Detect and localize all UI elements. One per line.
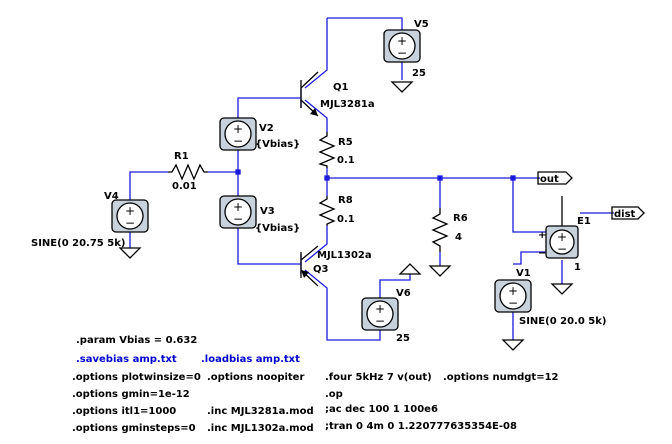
component-label: V2 bbox=[259, 123, 274, 134]
voltage-source-v5[interactable]: + − bbox=[383, 29, 421, 63]
component-value: {Vbias} bbox=[255, 223, 300, 234]
junction-dot bbox=[235, 169, 241, 175]
svg-text:−: − bbox=[397, 46, 407, 60]
vcvs-e1[interactable]: + − + − bbox=[538, 196, 579, 259]
net-label-dist[interactable]: dist bbox=[611, 206, 645, 220]
ac-comment[interactable]: ;ac dec 100 1 100e6 bbox=[325, 404, 438, 415]
component-value: MJL3281a bbox=[320, 99, 375, 110]
four-directive[interactable]: .four 5kHz 7 v(out) bbox=[325, 372, 432, 383]
svg-text:dist: dist bbox=[614, 209, 636, 220]
junction-dot bbox=[510, 175, 516, 181]
resistor-r1[interactable] bbox=[168, 163, 208, 181]
svg-text:+: + bbox=[557, 230, 567, 244]
net-label-out[interactable]: out bbox=[537, 171, 573, 185]
component-value: 0.01 bbox=[172, 181, 197, 192]
ground-icon bbox=[428, 265, 452, 277]
gminsteps-directive[interactable]: .options gminsteps=0 bbox=[72, 423, 196, 434]
component-value: MJL1302a bbox=[317, 250, 372, 261]
svg-text:+: + bbox=[397, 34, 407, 48]
ground-icon bbox=[501, 339, 525, 351]
svg-text:+: + bbox=[538, 230, 546, 241]
op-directive[interactable]: .op bbox=[325, 389, 343, 400]
component-value: {Vbias} bbox=[255, 139, 300, 150]
emitter-arrow-icon bbox=[301, 270, 309, 278]
ground-icon bbox=[398, 263, 422, 275]
voltage-source-v3[interactable]: + − bbox=[219, 195, 257, 229]
component-label: R8 bbox=[338, 195, 353, 206]
svg-text:−: − bbox=[375, 314, 385, 328]
svg-text:−: − bbox=[233, 134, 243, 148]
ground-icon bbox=[390, 81, 414, 93]
ground-icon bbox=[550, 283, 574, 295]
loadbias-directive[interactable]: .loadbias amp.txt bbox=[201, 354, 300, 365]
junction-dot bbox=[437, 175, 443, 181]
svg-text:+: + bbox=[125, 204, 135, 218]
svg-text:+: + bbox=[233, 200, 243, 214]
voltage-source-v1[interactable]: + − bbox=[494, 279, 532, 313]
voltage-source-v4[interactable]: + − bbox=[111, 199, 149, 233]
component-value: 0.1 bbox=[337, 155, 355, 166]
numdgt-directive[interactable]: .options numdgt=12 bbox=[443, 372, 559, 383]
junction-dot bbox=[324, 175, 330, 181]
resistor-r6[interactable] bbox=[431, 208, 449, 252]
wires bbox=[129, 17, 614, 341]
svg-text:−: − bbox=[557, 242, 567, 256]
param-directive[interactable]: .param Vbias = 0.632 bbox=[76, 335, 197, 346]
resistor-r8[interactable] bbox=[318, 196, 336, 226]
voltage-source-v2[interactable]: + − bbox=[219, 117, 257, 151]
component-label: R1 bbox=[174, 151, 189, 162]
tran-comment[interactable]: ;tran 0 4m 0 1.220777635354E-08 bbox=[325, 421, 517, 432]
component-value: 4 bbox=[455, 232, 462, 243]
plotwinsize-directive[interactable]: .options plotwinsize=0 bbox=[72, 372, 201, 383]
inc-mjl1302a-directive[interactable]: .inc MJL1302a.mod bbox=[207, 423, 314, 434]
transistor-q1[interactable] bbox=[300, 71, 319, 117]
svg-text:out: out bbox=[540, 174, 559, 185]
component-label: V6 bbox=[396, 288, 411, 299]
component-label: V1 bbox=[516, 268, 531, 279]
inc-mjl3281a-directive[interactable]: .inc MJL3281a.mod bbox=[207, 406, 314, 417]
component-label: V4 bbox=[104, 191, 119, 202]
itl1-directive[interactable]: .options itl1=1000 bbox=[72, 406, 176, 417]
transistor-q3[interactable] bbox=[300, 245, 319, 287]
component-label: E1 bbox=[577, 216, 591, 227]
component-value: 25 bbox=[396, 333, 410, 344]
component-value: SINE(0 20.75 5k) bbox=[31, 238, 125, 249]
savebias-directive[interactable]: .savebias amp.txt bbox=[76, 354, 177, 365]
gmin-directive[interactable]: .options gmin=1e-12 bbox=[72, 389, 190, 400]
resistor-r5[interactable] bbox=[318, 132, 336, 168]
component-label: V3 bbox=[260, 206, 275, 217]
component-label: V5 bbox=[414, 19, 429, 30]
component-value: 0.1 bbox=[337, 214, 355, 225]
svg-text:−: − bbox=[508, 296, 518, 310]
svg-text:+: + bbox=[508, 284, 518, 298]
svg-text:−: − bbox=[233, 212, 243, 226]
emitter-arrow-icon bbox=[310, 108, 318, 116]
voltage-source-v6[interactable]: + − bbox=[361, 297, 399, 331]
component-label: R6 bbox=[453, 213, 468, 224]
component-label: Q1 bbox=[333, 82, 349, 93]
component-value: 1 bbox=[574, 262, 581, 273]
svg-text:−: − bbox=[538, 248, 546, 259]
svg-text:+: + bbox=[375, 302, 385, 316]
component-value: 25 bbox=[412, 68, 426, 79]
component-value: SINE(0 20.0 5k) bbox=[519, 316, 606, 327]
noopiter-directive[interactable]: .options noopiter bbox=[207, 372, 304, 383]
ground-icon bbox=[118, 247, 142, 259]
component-label: Q3 bbox=[313, 264, 329, 275]
component-label: R5 bbox=[338, 137, 353, 148]
spice-directives: .param Vbias = 0.632 .savebias amp.txt .… bbox=[72, 335, 559, 434]
svg-text:−: − bbox=[125, 216, 135, 230]
svg-text:+: + bbox=[233, 122, 243, 136]
